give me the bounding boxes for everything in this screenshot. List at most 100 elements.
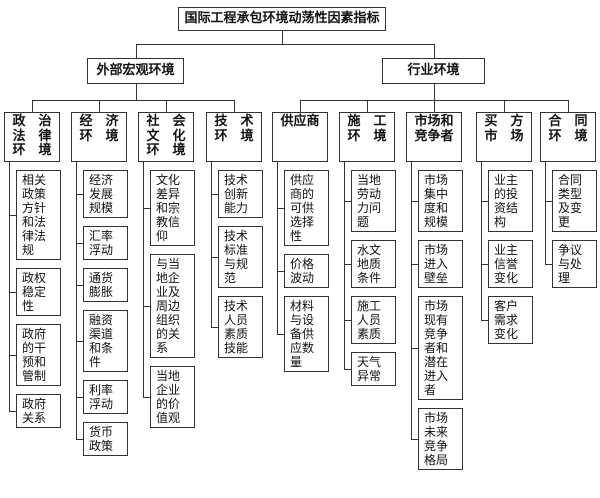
group-box-industry: 行业环境 (382, 58, 485, 84)
factor-box: 政府关系 (16, 394, 61, 428)
connector-line (344, 201, 351, 202)
column-technology: 技 术 环 境 技术创新能力 技术标准与规范 技术人员素质技能 (206, 112, 263, 358)
connector-line (481, 201, 488, 202)
connector-line (76, 243, 83, 244)
connector-line (277, 334, 284, 335)
factor-box: 技术创新能力 (218, 170, 263, 218)
factor-box: 市场未来竞争格局 (418, 408, 463, 470)
column-supplier: 供应商 供应商的可供选择性 价格波动 材料与设备供应数量 (272, 112, 329, 372)
column-construction: 施 工 环 境 当地劳动力问题 水文地质条件 施工人员素质 天气异常 (339, 112, 396, 386)
connector-line (234, 100, 235, 112)
connector-line (277, 271, 284, 272)
connector-line (9, 292, 16, 293)
factor-box: 融资渠道和条件 (83, 310, 128, 372)
connector-line (211, 162, 212, 327)
column-contract: 合 同 环 境 合同类型及变更 争议与处理 (540, 112, 597, 288)
connector-line (135, 44, 435, 45)
factor-box: 政权稳定性 (16, 268, 61, 316)
factor-list: 相关政策方针和法律法规 政权稳定性 政府的干预和管制 政府关系 (16, 170, 61, 428)
factor-box: 与当地企业及周边组织的关系 (150, 254, 195, 358)
factor-box: 经济发展规模 (83, 170, 128, 218)
factor-box: 施工人员素质 (351, 296, 396, 344)
connector-line (76, 397, 83, 398)
connector-line (433, 84, 435, 100)
factor-list: 经济发展规模 汇率浮动 通货膨胀 融资渠道和条件 利率浮动 货币政策 (83, 170, 128, 456)
connector-line (411, 348, 418, 349)
connector-line (9, 215, 16, 216)
connector-line (481, 320, 488, 321)
connector-line (99, 100, 100, 112)
connector-line (143, 306, 150, 307)
factor-list: 技术创新能力 技术标准与规范 技术人员素质技能 (218, 170, 263, 358)
connector-line (211, 194, 218, 195)
connector-line (9, 355, 16, 356)
factor-box: 相关政策方针和法律法规 (16, 170, 61, 260)
connector-line (568, 100, 569, 112)
factor-box: 价格波动 (284, 254, 329, 288)
factor-box: 通货膨胀 (83, 268, 128, 302)
connector-line (545, 162, 546, 264)
connector-line (433, 44, 435, 58)
connector-line (76, 285, 83, 286)
connector-line (166, 100, 167, 112)
connector-line (76, 341, 83, 342)
factor-list: 供应商的可供选择性 价格波动 材料与设备供应数量 (284, 170, 329, 372)
connector-line (9, 411, 16, 412)
connector-line (143, 397, 150, 398)
connector-line (76, 194, 83, 195)
factor-box: 政府的干预和管制 (16, 324, 61, 386)
factor-box: 客户需求变化 (488, 296, 533, 344)
category-box-technology: 技 术 环 境 (206, 112, 262, 162)
factor-box: 水文地质条件 (351, 240, 396, 288)
connector-line (367, 100, 368, 112)
factor-list: 当地劳动力问题 水文地质条件 施工人员素质 天气异常 (351, 170, 396, 386)
connector-line (411, 201, 418, 202)
factor-box: 市场现有竞争者和潜在进入者 (418, 296, 463, 400)
connector-line (211, 327, 218, 328)
connector-line (545, 201, 552, 202)
connector-line (76, 439, 83, 440)
factor-box: 市场集中度和规模 (418, 170, 463, 232)
factor-box: 业主信誉变化 (488, 240, 533, 288)
connector-line (9, 162, 10, 411)
column-market-competitors: 市场和 竞争者 市场集中度和规模 市场进入壁垒 市场现有竞争者和潜在进入者 市场… (406, 112, 463, 470)
column-socio-culture: 社 会 文 化 环 境 文化差异和宗教信仰 与当地企业及周边组织的关系 当地企业… (138, 112, 195, 428)
category-box-politics-law: 政 治 法 律 环 境 (4, 112, 60, 162)
root-title-box: 国际工程承包环境动荡性因素指标 (178, 7, 386, 31)
connector-line (135, 84, 137, 100)
category-box-buyer-market: 买 方 市 场 (476, 112, 532, 162)
factor-box: 文化差异和宗教信仰 (150, 170, 195, 246)
connector-line (545, 264, 552, 265)
factor-box: 汇率浮动 (83, 226, 128, 260)
connector-line (211, 257, 218, 258)
connector-line (411, 439, 418, 440)
column-economy: 经 济 环 境 经济发展规模 汇率浮动 通货膨胀 融资渠道和条件 利率浮动 货币… (71, 112, 128, 456)
connector-line (344, 369, 351, 370)
factor-box: 当地企业的价值观 (150, 366, 195, 428)
connector-line (300, 100, 301, 112)
connector-line (143, 208, 150, 209)
connector-line (344, 264, 351, 265)
column-politics-law: 政 治 法 律 环 境 相关政策方针和法律法规 政权稳定性 政府的干预和管制 政… (4, 112, 61, 428)
factor-box: 合同类型及变更 (552, 170, 597, 232)
connector-line (504, 100, 505, 112)
category-box-economy: 经 济 环 境 (71, 112, 127, 162)
group-box-external-macro: 外部宏观环境 (87, 58, 184, 84)
connector-line (135, 44, 137, 58)
factor-list: 合同类型及变更 争议与处理 (552, 170, 597, 288)
column-buyer-market: 买 方 市 场 业主的投资结构 业主信誉变化 客户需求变化 (476, 112, 533, 344)
connector-line (481, 162, 482, 320)
connector-line (32, 100, 235, 101)
factor-box: 市场进入壁垒 (418, 240, 463, 288)
connector-line (434, 100, 435, 112)
factor-box: 天气异常 (351, 352, 396, 386)
factor-box: 利率浮动 (83, 380, 128, 414)
connector-line (481, 264, 488, 265)
connector-line (411, 264, 418, 265)
factor-box: 当地劳动力问题 (351, 170, 396, 232)
factor-box: 技术人员素质技能 (218, 296, 263, 358)
factor-list: 文化差异和宗教信仰 与当地企业及周边组织的关系 当地企业的价值观 (150, 170, 195, 428)
connector-line (411, 162, 412, 439)
connector-line (143, 162, 144, 397)
